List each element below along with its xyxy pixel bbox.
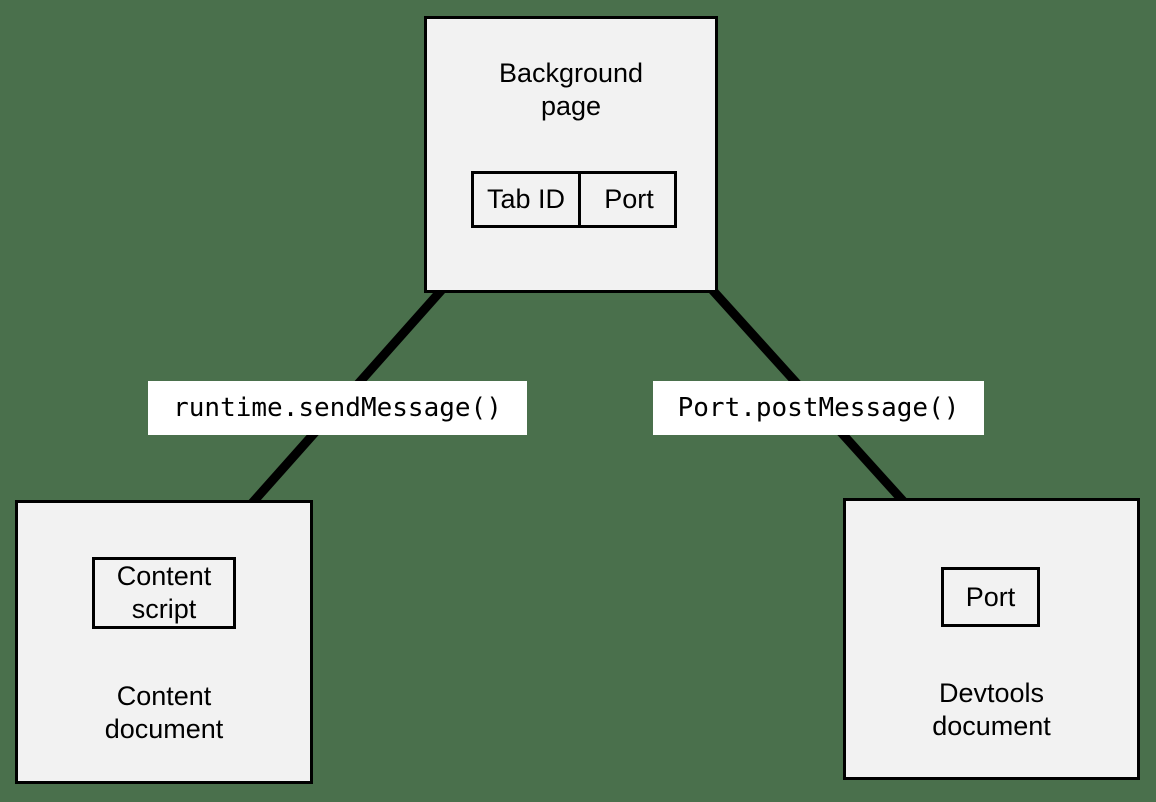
node-background-page: Background page bbox=[424, 16, 718, 293]
node-devtools-document: Devtools document bbox=[843, 498, 1140, 780]
background-page-title: Background page bbox=[498, 58, 644, 121]
node-devtools-port: Port bbox=[941, 567, 1040, 627]
edge-label-runtime-send-message: runtime.sendMessage() bbox=[148, 381, 527, 435]
content-document-title: Content document bbox=[104, 681, 224, 744]
node-content-script: Content script bbox=[92, 557, 236, 629]
devtools-document-title: Devtools document bbox=[932, 678, 1051, 741]
background-page-port-table: Tab ID Port bbox=[471, 171, 677, 228]
table-cell-tab-id: Tab ID bbox=[474, 174, 581, 225]
edge-label-port-post-message: Port.postMessage() bbox=[653, 381, 984, 435]
content-script-label: Content script bbox=[116, 561, 212, 624]
devtools-port-label: Port bbox=[965, 581, 1016, 612]
table-cell-port: Port bbox=[604, 184, 654, 214]
node-content-document: Content document bbox=[15, 500, 313, 784]
